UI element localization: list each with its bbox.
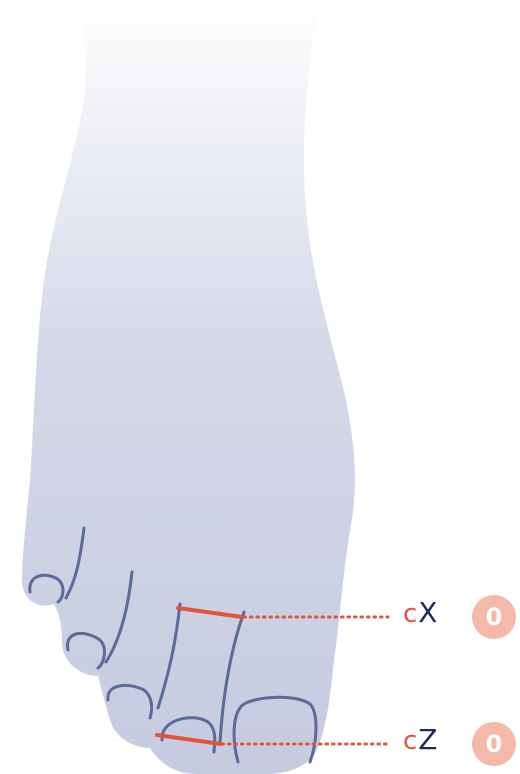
measurement-prefix: c [403, 728, 417, 754]
measurement-letter: X [418, 599, 437, 627]
badge-value: 0 [486, 605, 503, 629]
measurement-label-cZ: c Z [403, 726, 437, 754]
foot-silhouette [22, 0, 355, 774]
measurement-letter: Z [418, 726, 437, 754]
measurement-badge-cX: 0 [472, 595, 516, 639]
measurement-label-cX: c X [403, 599, 437, 627]
badge-value: 0 [486, 732, 503, 756]
measurement-badge-cZ: 0 [472, 722, 516, 766]
measurement-prefix: c [403, 601, 417, 627]
